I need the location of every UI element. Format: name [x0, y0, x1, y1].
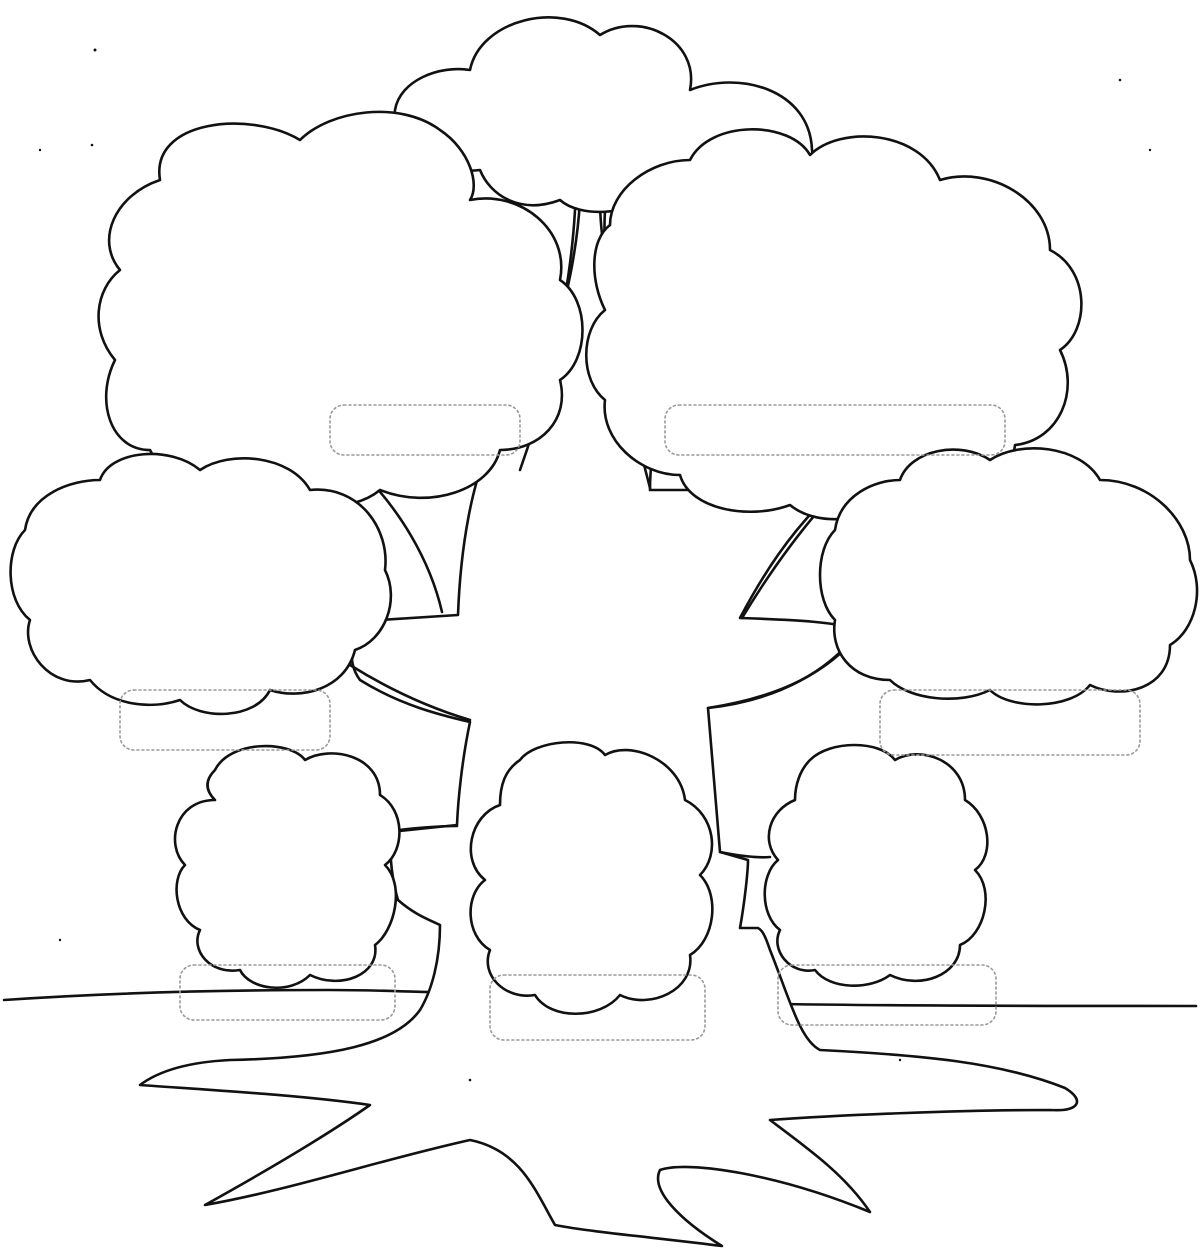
cloud-middle-left	[11, 454, 391, 714]
cloud-bottom-left	[175, 746, 399, 988]
cloud-bottom-right	[765, 745, 988, 986]
cloud-bottom-center	[471, 742, 713, 1013]
cloud-middle-right	[820, 448, 1197, 704]
